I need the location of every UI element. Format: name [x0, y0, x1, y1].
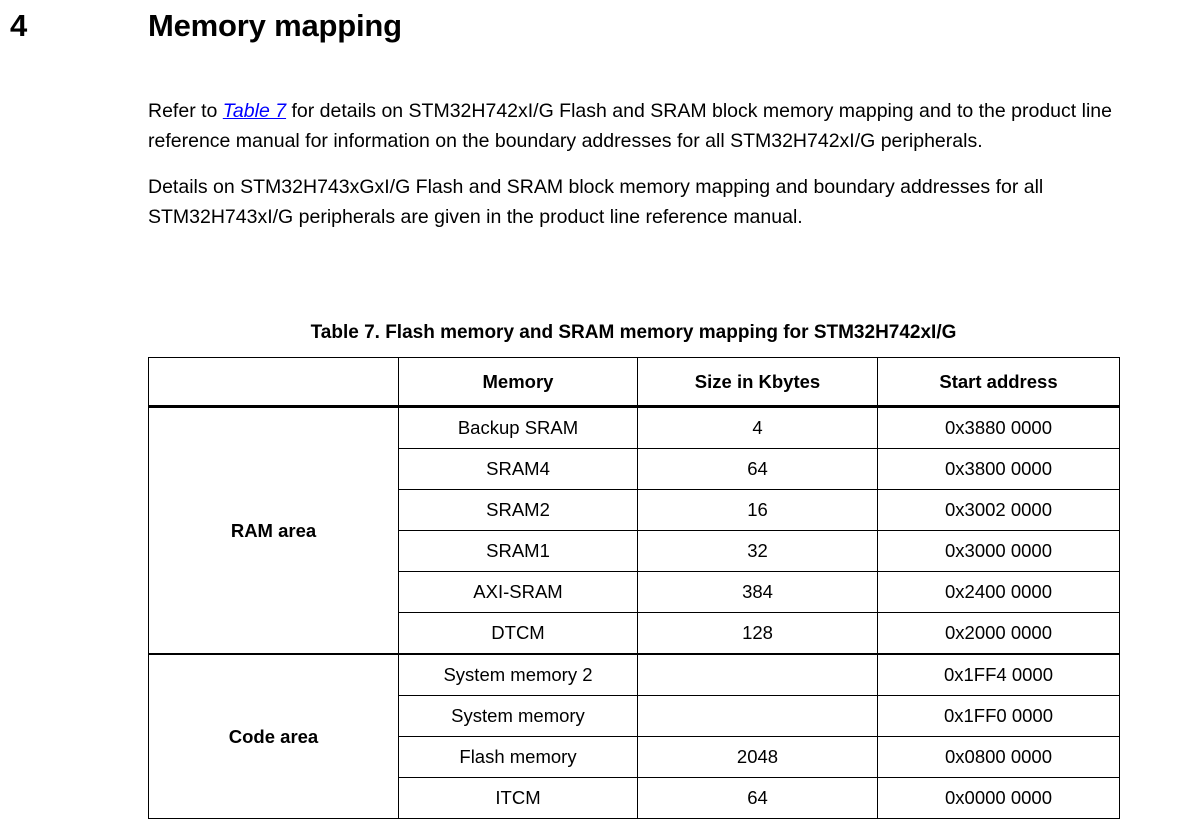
cell-memory: System memory — [398, 695, 638, 737]
cell-size: 128 — [637, 612, 878, 655]
table-row: SRAM4 64 0x3800 0000 — [149, 448, 1120, 490]
cell-memory: SRAM2 — [398, 489, 638, 531]
column-header-size: Size in Kbytes — [637, 357, 878, 408]
table-caption: Table 7. Flash memory and SRAM memory ma… — [310, 322, 957, 343]
cell-address: 0x1FF0 0000 — [877, 695, 1120, 737]
cell-address: 0x2400 0000 — [877, 571, 1120, 613]
table-header-row: Memory Size in Kbytes Start address — [148, 357, 1120, 408]
cell-size: 384 — [637, 571, 878, 613]
table-row: RAM area Backup SRAM 4 0x3880 0000 — [148, 405, 1120, 655]
cell-memory: System memory 2 — [398, 653, 638, 696]
cell-address: 0x1FF4 0000 — [877, 653, 1120, 696]
cell-size: 64 — [637, 448, 878, 490]
table-row: SRAM1 32 0x3000 0000 — [149, 530, 1120, 572]
memory-mapping-table: Memory Size in Kbytes Start address RAM … — [148, 357, 1120, 819]
table-row: ITCM 64 0x0000 0000 — [149, 777, 1120, 819]
cell-address: 0x2000 0000 — [877, 612, 1120, 655]
section-heading: 4 Memory mapping — [0, 4, 1183, 50]
section-number: 4 — [10, 8, 28, 43]
cell-size: 32 — [637, 530, 878, 572]
cell-memory: Flash memory — [398, 736, 638, 778]
table-7-cross-reference-link[interactable]: Table 7 — [222, 100, 287, 122]
area-label-ram: RAM area — [148, 405, 399, 655]
cell-memory: Backup SRAM — [398, 405, 638, 449]
paragraph-1-pre: Refer to — [148, 100, 223, 122]
cell-size: 16 — [637, 489, 878, 531]
cell-size — [637, 695, 878, 737]
cell-size — [637, 653, 878, 696]
table-row: Code area System memory 2 0x1FF4 0000 — [148, 653, 1120, 819]
table-row: AXI-SRAM 384 0x2400 0000 — [149, 571, 1120, 613]
column-header-area — [148, 357, 399, 408]
cell-memory: AXI-SRAM — [398, 571, 638, 613]
cell-memory: ITCM — [398, 777, 638, 819]
cell-memory: SRAM1 — [398, 530, 638, 572]
column-header-start-address: Start address — [877, 357, 1120, 408]
cell-address: 0x3880 0000 — [877, 405, 1120, 449]
cell-address: 0x3002 0000 — [877, 489, 1120, 531]
paragraph-1-post: for details on STM32H742xI/G Flash and S… — [148, 100, 1112, 152]
table-row: DTCM 128 0x2000 0000 — [149, 612, 1120, 655]
cell-size: 64 — [637, 777, 878, 819]
cell-memory: DTCM — [398, 612, 638, 655]
cell-size: 4 — [637, 405, 878, 449]
paragraph-2: Details on STM32H743xGxI/G Flash and SRA… — [148, 176, 1044, 228]
table-row: System memory 0x1FF0 0000 — [149, 695, 1120, 737]
cell-address: 0x3800 0000 — [877, 448, 1120, 490]
cell-address: 0x0000 0000 — [877, 777, 1120, 819]
cell-memory: SRAM4 — [398, 448, 638, 490]
column-header-memory: Memory — [398, 357, 638, 408]
cell-address: 0x3000 0000 — [877, 530, 1120, 572]
area-label-code: Code area — [148, 653, 399, 819]
body-text: Refer to Table 7 for details on STM32H74… — [148, 96, 1116, 232]
cell-size: 2048 — [637, 736, 878, 778]
paragraph-1: Refer to Table 7 for details on STM32H74… — [148, 96, 1116, 156]
table-row: SRAM2 16 0x3002 0000 — [149, 489, 1120, 531]
cell-address: 0x0800 0000 — [877, 736, 1120, 778]
page-title: Memory mapping — [148, 8, 402, 43]
